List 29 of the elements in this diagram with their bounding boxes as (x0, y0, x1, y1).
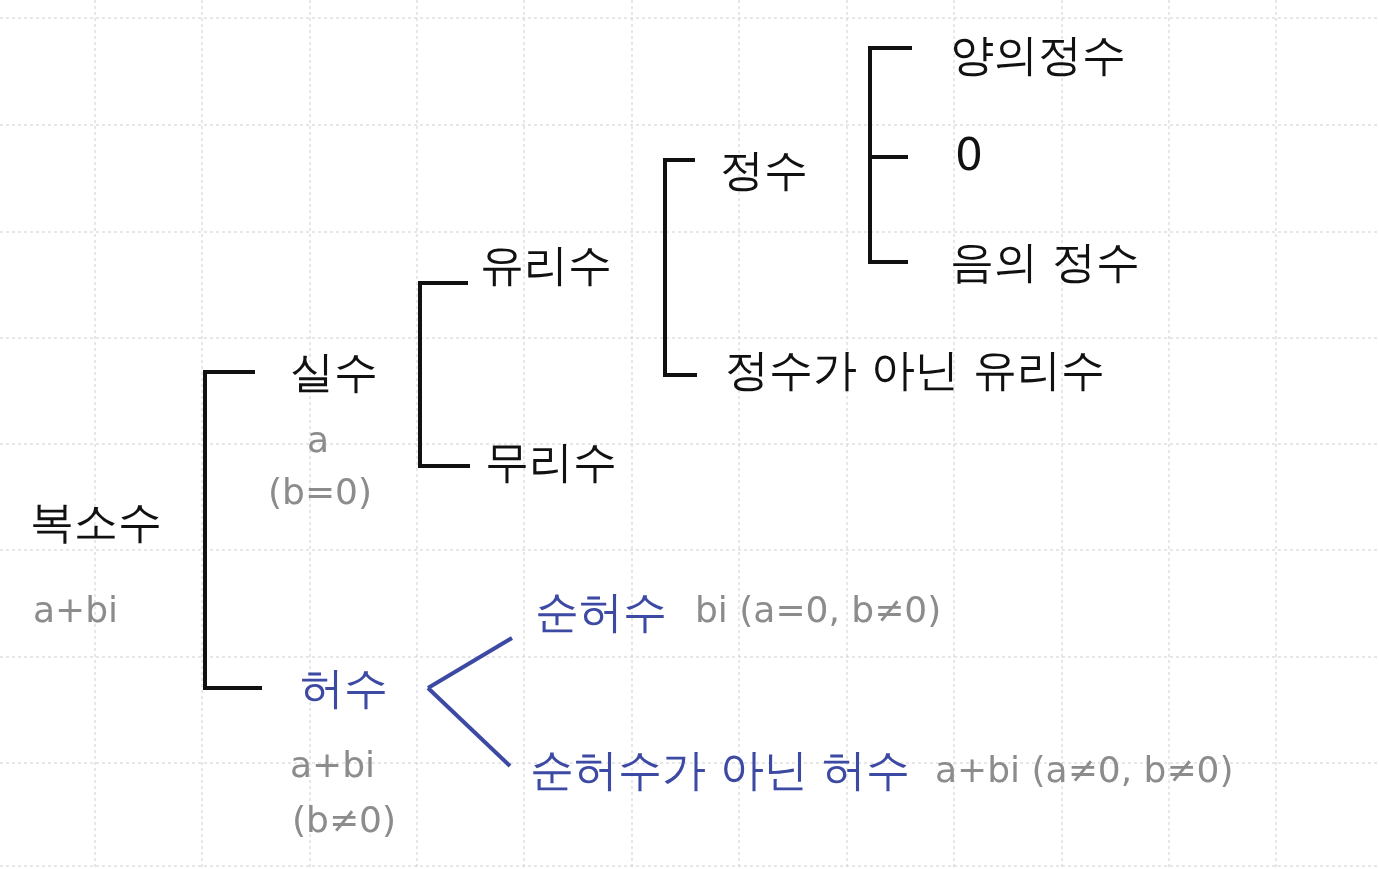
node-label: 정수 (720, 143, 808, 197)
tree-connector (868, 155, 908, 160)
node-label: 무리수 (485, 435, 617, 489)
condition-note: (b=0) (268, 470, 372, 514)
tree-connector (203, 370, 255, 520)
node-label: 순허수가 아닌 허수 (530, 743, 910, 797)
node-label: 순허수 (535, 585, 667, 639)
node-label: 정수가 아닌 유리수 (725, 343, 1105, 397)
condition-note: (b≠0) (292, 798, 396, 842)
tree-connector (426, 636, 514, 690)
tree-connector (426, 686, 512, 768)
node-label: 복소수 (30, 495, 162, 549)
node-label: 음의 정수 (950, 235, 1140, 289)
tree-connector (663, 158, 695, 283)
condition-note: a+bi (290, 743, 376, 787)
condition-note: bi (a=0, b≠0) (695, 588, 942, 632)
condition-note: a+bi (33, 588, 119, 632)
node-label: 유리수 (480, 238, 612, 292)
node-label: 허수 (300, 661, 388, 715)
condition-note: a (307, 418, 330, 462)
node-label: 실수 (290, 345, 378, 399)
condition-note: a+bi (a≠0, b≠0) (935, 748, 1234, 792)
tree-connector (868, 160, 908, 264)
tree-connector (418, 372, 470, 468)
tree-connector (663, 283, 697, 377)
node-label: 양의정수 (950, 28, 1126, 82)
tree-connector (418, 281, 468, 372)
node-label: 0 (955, 128, 983, 182)
tree-connector (203, 520, 262, 690)
